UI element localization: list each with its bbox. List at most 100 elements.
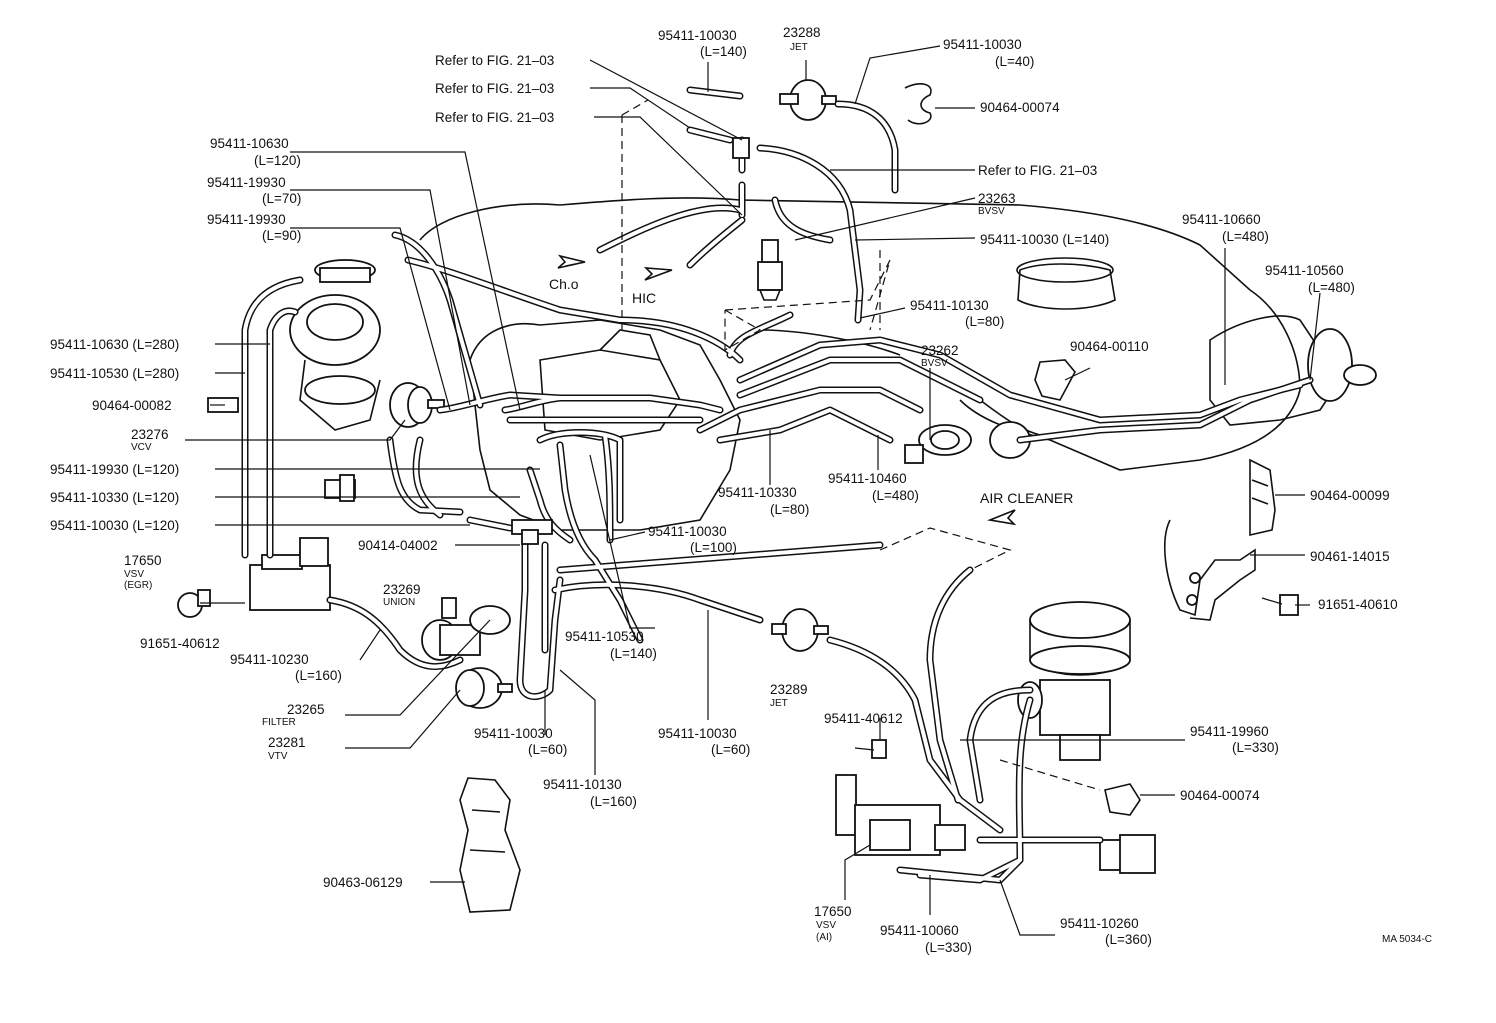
label-95411-10230: 95411-10230 [230, 652, 309, 667]
label-91651-40610: 91651-40610 [1318, 597, 1398, 612]
ref-fig-4: Refer to FIG. 21–03 [978, 163, 1097, 178]
label-air-cleaner: AIR CLEANER [980, 490, 1073, 506]
label-sub: (L=80) [965, 314, 1004, 329]
label-sub: (L=330) [1232, 740, 1279, 755]
label-90464-00110: 90464-00110 [1070, 339, 1149, 354]
label-95411-10030-40: 95411-10030 [943, 37, 1022, 52]
label-sub: (L=480) [1222, 229, 1269, 244]
label-23269: 23269 [383, 582, 421, 597]
tee-joints [511, 137, 750, 545]
label-95411-10130-160: 95411-10130 [543, 777, 622, 792]
label-95411-19960: 95411-19960 [1190, 724, 1269, 739]
label-95411-19930-70: 95411-19930 [207, 175, 286, 190]
jet-23288 [779, 79, 837, 121]
label-23288: 23288 [783, 25, 821, 40]
label-90464-00082: 90464-00082 [92, 398, 172, 413]
label-sub: (L=100) [690, 540, 737, 555]
label-sub: (L=140) [610, 646, 657, 661]
label-95411-10260: 95411-10260 [1060, 916, 1139, 931]
label-23281: 23281 [268, 735, 306, 750]
label-95411-10630-280: 95411-10630 (L=280) [50, 337, 179, 352]
label-95411-10530-140: 95411-10530 [565, 629, 644, 644]
label-90461-14015: 90461-14015 [1310, 549, 1390, 564]
label-sub: (L=60) [528, 742, 567, 757]
label-sub: (L=160) [295, 668, 342, 683]
label-sub: JET [790, 42, 808, 53]
label-sub: BVSV [978, 206, 1005, 217]
label-95411-10030-120: 95411-10030 (L=120) [50, 518, 179, 533]
egr-valve [289, 259, 381, 431]
vsv-egr [249, 474, 356, 611]
hoses-inner [243, 88, 1312, 882]
vtv-23281 [455, 667, 513, 709]
label-sub: FILTER [262, 717, 296, 728]
bolt-91651-40612 [177, 589, 211, 618]
vsv-ai [835, 774, 1156, 874]
label-sub: VCV [131, 442, 152, 453]
label-90414-04002: 90414-04002 [358, 538, 438, 553]
figure-code: MA 5034-C [1382, 934, 1432, 945]
label-91651-40612: 91651-40612 [140, 636, 220, 651]
label-95411-10660: 95411-10660 [1182, 212, 1261, 227]
label-23289: 23289 [770, 682, 808, 697]
part-labels: 95411-10030 (L=140) 23288 JET 95411-1003… [50, 25, 1432, 955]
label-sub: (L=80) [770, 502, 809, 517]
label-sub: VTV [268, 751, 288, 762]
label-sub: (L=330) [925, 940, 972, 955]
clip-90463-06129 [459, 777, 521, 913]
label-sub: (L=90) [262, 228, 301, 243]
ref-fig-1: Refer to FIG. 21–03 [435, 53, 554, 68]
vcv-valve [389, 382, 445, 428]
bvsv-23262 [904, 421, 1031, 464]
label-95411-10060: 95411-10060 [880, 923, 959, 938]
label-23263: 23263 [978, 191, 1016, 206]
label-sub: (L=120) [254, 153, 301, 168]
label-90464-00074-bottom: 90464-00074 [1180, 788, 1260, 803]
bolt-95411-40612 [854, 739, 887, 759]
label-90464-00099: 90464-00099 [1310, 488, 1390, 503]
label-23262: 23262 [921, 343, 959, 358]
flow-arrows [557, 254, 1017, 526]
label-23276: 23276 [131, 427, 169, 442]
label-95411-19930-120: 95411-19930 (L=120) [50, 462, 179, 477]
label-90464-00074-top: 90464-00074 [980, 100, 1060, 115]
label-sub: (L=160) [590, 794, 637, 809]
label-95411-10330-80: 95411-10330 [718, 485, 797, 500]
label-90463-06129: 90463-06129 [323, 875, 403, 890]
label-sub: (L=40) [995, 54, 1034, 69]
label-vsv: VSV [124, 569, 144, 580]
air-valve [1017, 601, 1131, 761]
clip-90464-00110 [1034, 359, 1076, 401]
ref-fig-2: Refer to FIG. 21–03 [435, 81, 554, 96]
label-95411-10030-60-left: 95411-10030 [474, 726, 553, 741]
label-23265: 23265 [287, 702, 325, 717]
label-sub: (L=360) [1105, 932, 1152, 947]
bvsv-23263 [757, 239, 783, 301]
label-95411-10030-140-right: 95411-10030 (L=140) [980, 232, 1109, 247]
dashed-reference-lines [621, 99, 1101, 791]
label-ai: (AI) [816, 932, 832, 943]
label-95411-10530-280: 95411-10530 (L=280) [50, 366, 179, 381]
label-egr: (EGR) [124, 580, 152, 591]
label-95411-40612: 95411-40612 [824, 711, 903, 726]
jet-23289 [771, 608, 829, 652]
label-vsv: VSV [816, 920, 836, 931]
ref-fig-3: Refer to FIG. 21–03 [435, 110, 554, 125]
bolt-91651-40610 [1261, 594, 1299, 616]
label-hic: HIC [632, 290, 656, 306]
label-95411-10330-120: 95411-10330 (L=120) [50, 490, 179, 505]
label-95411-19930-90: 95411-19930 [207, 212, 286, 227]
label-95411-10130-80: 95411-10130 [910, 298, 989, 313]
label-sub: (L=480) [872, 488, 919, 503]
label-sub: JET [770, 698, 788, 709]
label-cho: Ch.o [549, 276, 579, 292]
label-sub: BVSV [921, 358, 948, 369]
clip-90464-00074-bottom [1104, 783, 1141, 816]
engine-body-outline [419, 197, 1377, 531]
filter-23265 [421, 597, 511, 661]
leader-lines [185, 45, 1321, 936]
label-sub: (L=480) [1308, 280, 1355, 295]
label-95411-10630-120: 95411-10630 [210, 136, 289, 151]
